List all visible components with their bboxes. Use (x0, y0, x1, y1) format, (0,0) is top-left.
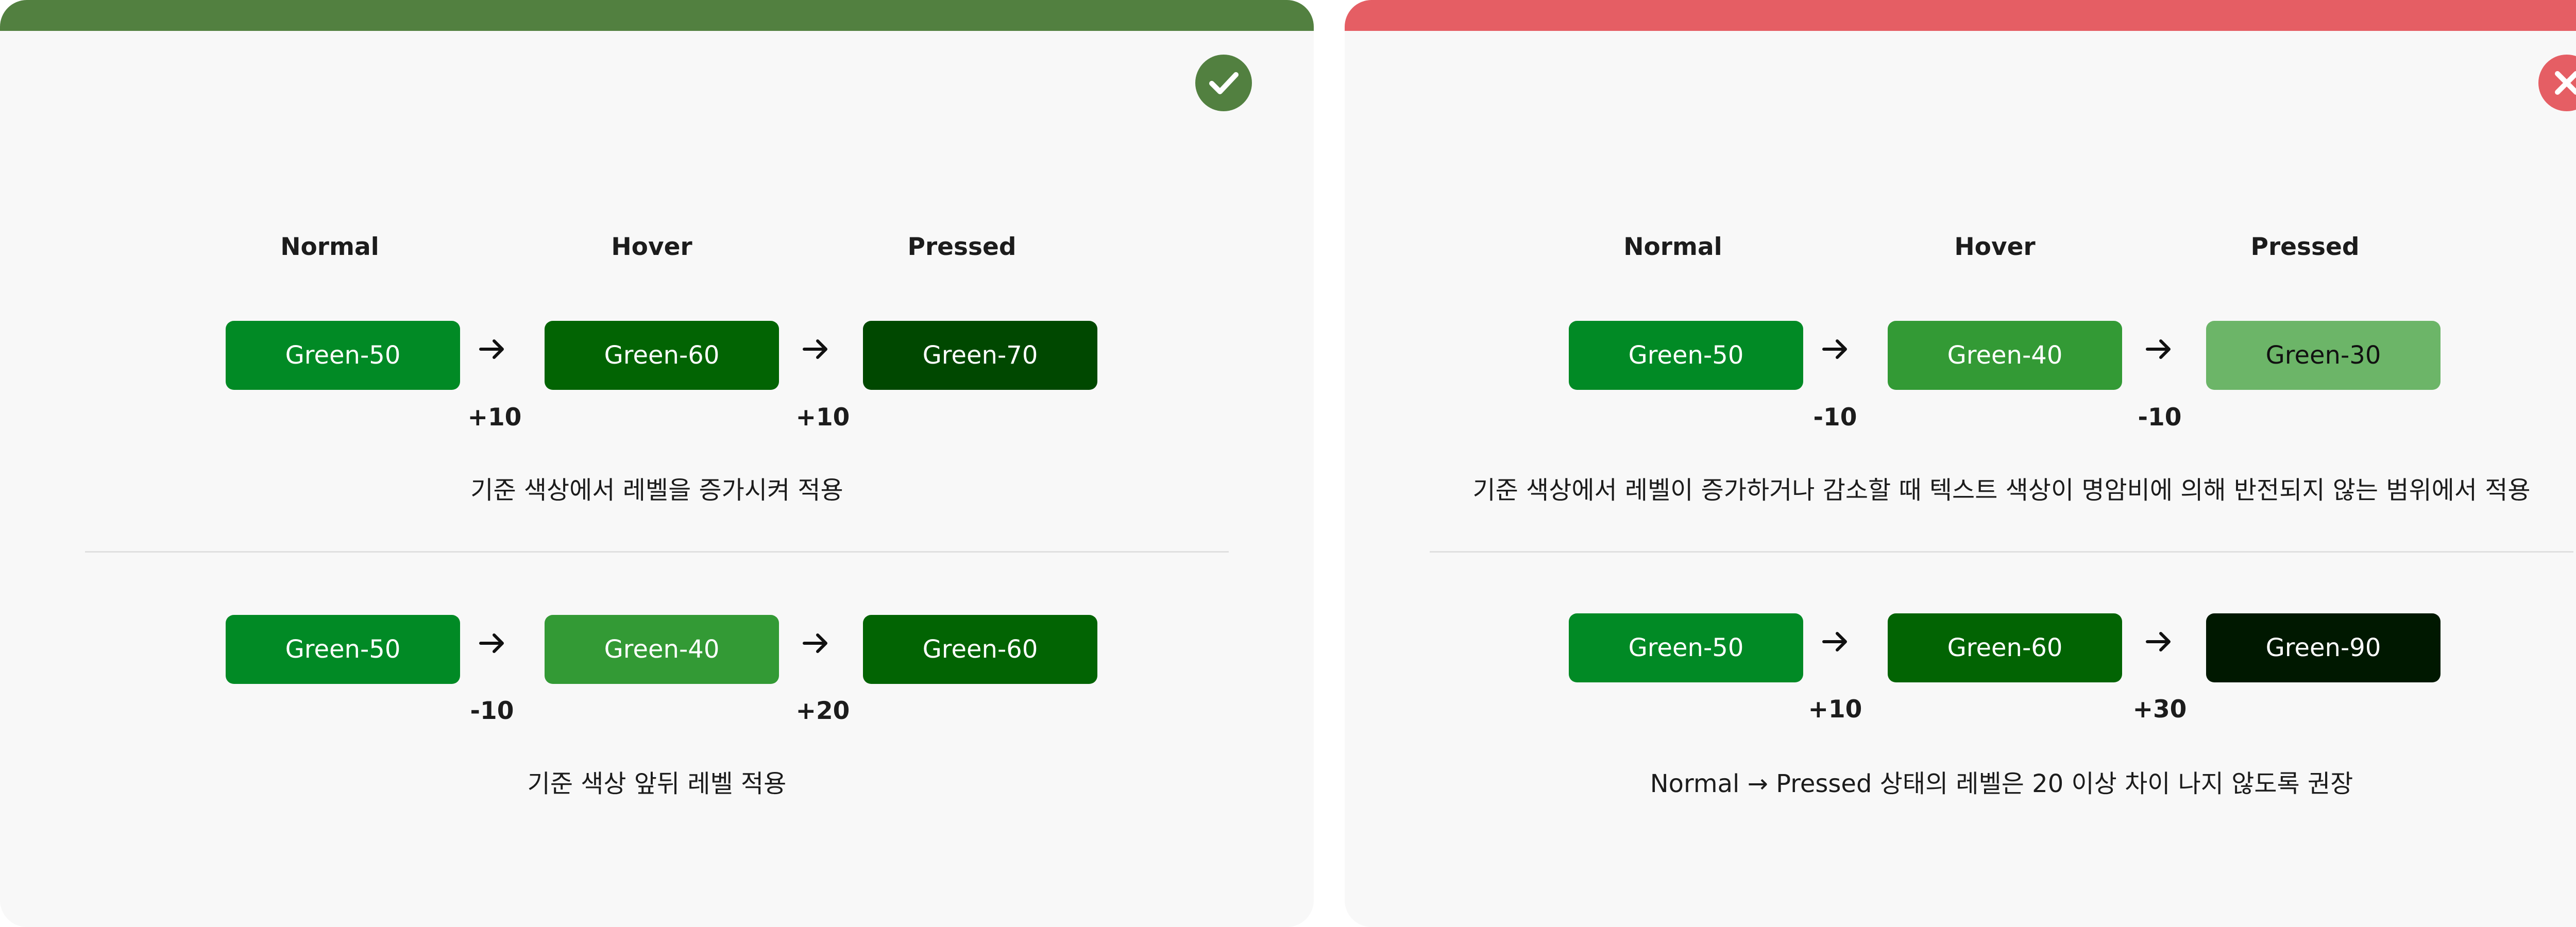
state-chip-pressed: Green-60 (863, 615, 1097, 684)
example-caption: 기준 색상에서 레벨이 증가하거나 감소할 때 텍스트 색상이 명암비에 의해 … (1472, 476, 2531, 505)
column-label-normal: Normal (280, 233, 379, 261)
example-caption: 기준 색상에서 레벨을 증가시켜 적용 (470, 476, 843, 505)
state-chip-pressed: Green-70 (863, 321, 1097, 390)
arrow-right-icon (2143, 626, 2174, 657)
level-delta: +10 (1808, 695, 1862, 724)
arrow-right-icon (800, 334, 831, 365)
do-panel: Normal Hover Pressed Green-50 Green-60 G… (0, 0, 1314, 798)
state-chip-normal: Green-50 (226, 321, 460, 390)
dont-top-bar (1345, 0, 2576, 31)
state-chip-normal: Green-50 (1569, 321, 1803, 390)
divider (85, 551, 1229, 553)
close-icon (2538, 55, 2576, 111)
state-chip-normal: Green-50 (226, 615, 460, 684)
arrow-right-icon (477, 628, 507, 659)
state-chip-pressed: Green-90 (2206, 613, 2441, 682)
dont-panel: Normal Hover Pressed Green-50 Green-40 G… (1345, 0, 2576, 927)
state-chip-normal: Green-50 (1569, 613, 1803, 682)
state-chip-hover: Green-40 (545, 615, 779, 684)
arrow-right-icon (477, 334, 507, 365)
level-delta: -10 (2138, 403, 2182, 432)
level-delta: -10 (1813, 403, 1857, 432)
check-icon (1195, 55, 1252, 111)
column-label-normal: Normal (1623, 233, 1722, 261)
example-caption: 기준 색상 앞뒤 레벨 적용 (527, 769, 787, 798)
arrow-right-icon (2143, 334, 2174, 365)
column-label-hover: Hover (1954, 233, 2036, 261)
divider (1430, 551, 2573, 553)
arrow-right-icon (1820, 626, 1851, 657)
level-delta: +30 (2132, 695, 2187, 724)
level-delta: +20 (795, 697, 850, 725)
arrow-right-icon (800, 628, 831, 659)
column-label-pressed: Pressed (2250, 233, 2360, 261)
example-caption: Normal → Pressed 상태의 레벨은 20 이상 차이 나지 않도록… (1650, 769, 2353, 798)
column-label-pressed: Pressed (907, 233, 1016, 261)
state-chip-pressed: Green-30 (2206, 321, 2441, 390)
state-chip-hover: Green-60 (1888, 613, 2122, 682)
column-label-hover: Hover (611, 233, 692, 261)
state-chip-hover: Green-40 (1888, 321, 2122, 390)
state-chip-hover: Green-60 (545, 321, 779, 390)
level-delta: -10 (470, 697, 514, 725)
arrow-right-icon (1820, 334, 1851, 365)
level-delta: +10 (795, 403, 850, 432)
do-top-bar (0, 0, 1314, 31)
level-delta: +10 (467, 403, 522, 432)
